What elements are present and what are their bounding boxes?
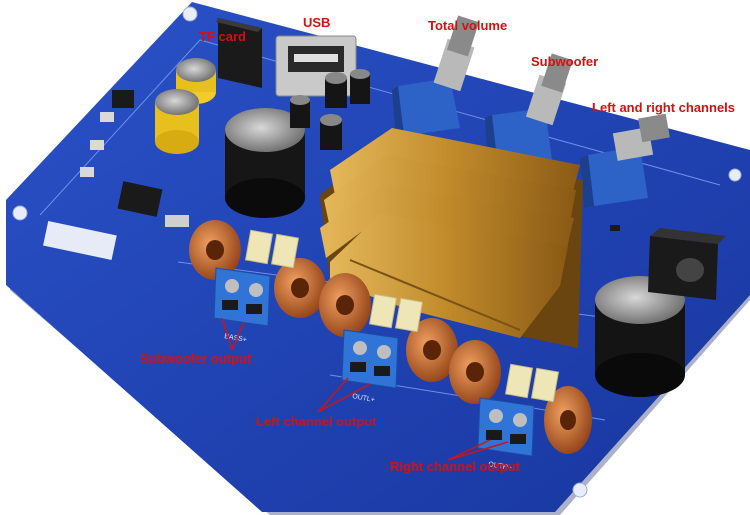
annotation-usb: USB <box>303 15 331 30</box>
annotation-left-right-channels: Left and right channels <box>592 100 736 115</box>
large-black-capacitor <box>225 108 305 218</box>
silkscreen-right-out: OUTR+ <box>488 461 513 472</box>
left-right-channels-knob <box>580 113 670 208</box>
small-black-capacitors <box>290 69 370 150</box>
annotation-right-channel-output: Right channel output <box>390 459 520 474</box>
annotation-subwoofer: Subwoofer <box>531 54 599 69</box>
total-volume-knob <box>392 15 480 140</box>
tf-card-slot <box>216 18 262 88</box>
subwoofer-output-terminal <box>213 267 271 327</box>
annotation-subwoofer-output: Subwoofer output <box>140 351 252 366</box>
annotation-total-volume: Total volume <box>428 18 508 33</box>
annotation-left-channel-output: Left channel output <box>256 414 377 429</box>
film-capacitors <box>244 229 560 403</box>
inductor-coils <box>189 220 592 454</box>
annotation-pointer-lines <box>221 317 509 461</box>
yellow-capacitor <box>155 89 199 154</box>
left-channel-output-terminal <box>341 329 399 389</box>
silkscreen-bass-out: BASS+ <box>224 333 248 344</box>
annotation-tf-card: TF card <box>199 29 246 44</box>
heatsink <box>320 128 583 348</box>
right-channel-output-terminal <box>477 397 535 457</box>
dc-power-jack <box>648 228 726 300</box>
silkscreen-left-out: OUTL+ <box>352 393 376 404</box>
